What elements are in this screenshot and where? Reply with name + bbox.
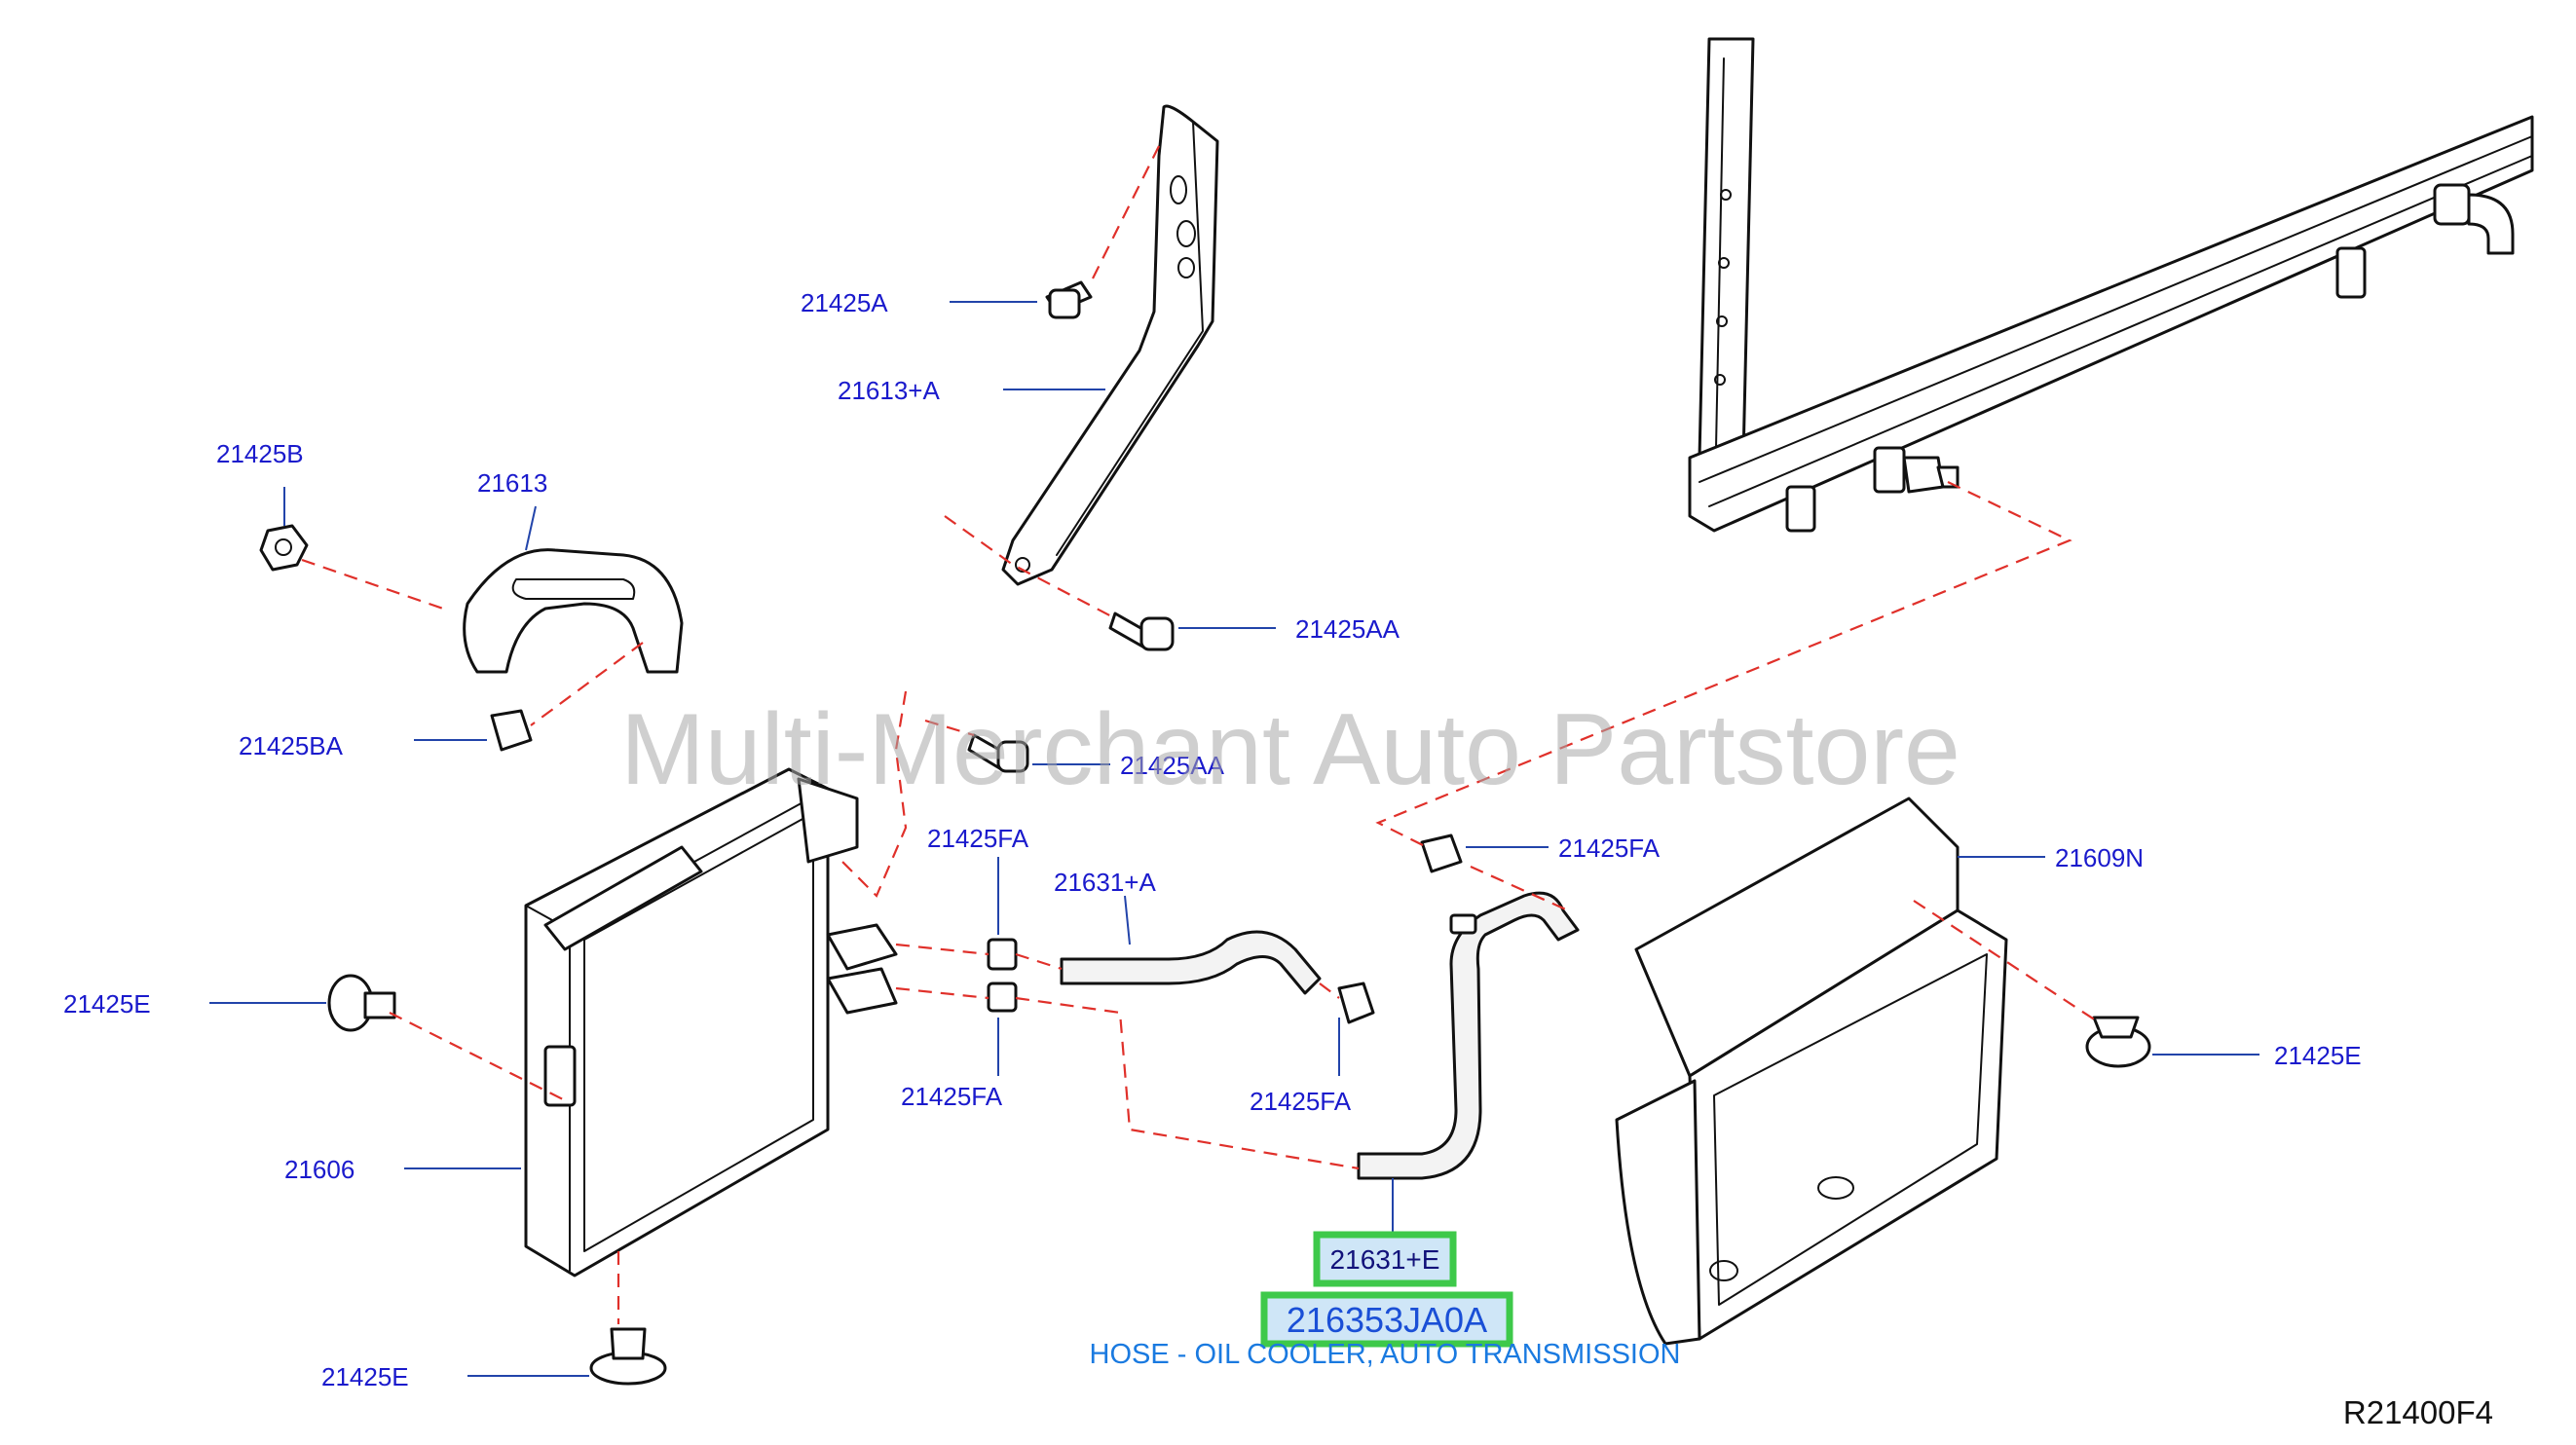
callout-21425e-right[interactable]: 21425E [2274,1041,2362,1070]
small-bracket [463,548,684,674]
callout-labels: 21425A 21613+A 21425B 21613 21425AA 2142… [63,288,2362,1391]
oil-cooler [524,767,898,1278]
callout-21613[interactable]: 21613 [477,468,547,498]
callout-21425fa-bottom[interactable]: 21425FA [901,1082,1003,1111]
highlight-callout[interactable]: 21631+E [1330,1244,1440,1275]
callout-21631a[interactable]: 21631+A [1054,868,1156,897]
callout-21425aa-top[interactable]: 21425AA [1295,614,1400,644]
hose-21631e [1357,891,1580,1180]
callout-21425fa-right[interactable]: 21425FA [1250,1087,1352,1116]
assembly-guide-lines [301,145,2100,1324]
callout-21425aa-mid[interactable]: 21425AA [1120,751,1225,780]
callout-21425a[interactable]: 21425A [801,288,888,317]
callout-21425e-left[interactable]: 21425E [63,989,151,1019]
callout-21425e-bottom[interactable]: 21425E [321,1362,409,1391]
highlight-description: HOSE - OIL COOLER, AUTO TRANSMISSION [1090,1339,1681,1370]
highlighted-part: 21631+E 216353JA0A HOSE - OIL COOLER, AU… [1090,1231,1681,1370]
watermark: Multi-Merchant Auto Partstore [620,693,1960,806]
hose-21631a [1060,930,1322,995]
leader-lines [209,301,2259,1377]
fasteners [259,280,2151,1386]
callout-21613a[interactable]: 21613+A [838,376,940,405]
figure-code: R21400F4 [2343,1394,2493,1430]
air-guide [1615,797,2008,1346]
callout-21425fa-top[interactable]: 21425FA [927,824,1029,853]
upper-bracket [1001,104,1219,586]
callout-21425ba[interactable]: 21425BA [239,731,344,760]
radiator-assembly [1688,37,2534,533]
callout-21425b[interactable]: 21425B [216,439,304,468]
highlight-part-number[interactable]: 216353JA0A [1287,1300,1487,1340]
callout-21609n[interactable]: 21609N [2055,843,2144,872]
callout-21606[interactable]: 21606 [284,1155,355,1184]
callout-21425fa-clamp[interactable]: 21425FA [1558,834,1661,863]
